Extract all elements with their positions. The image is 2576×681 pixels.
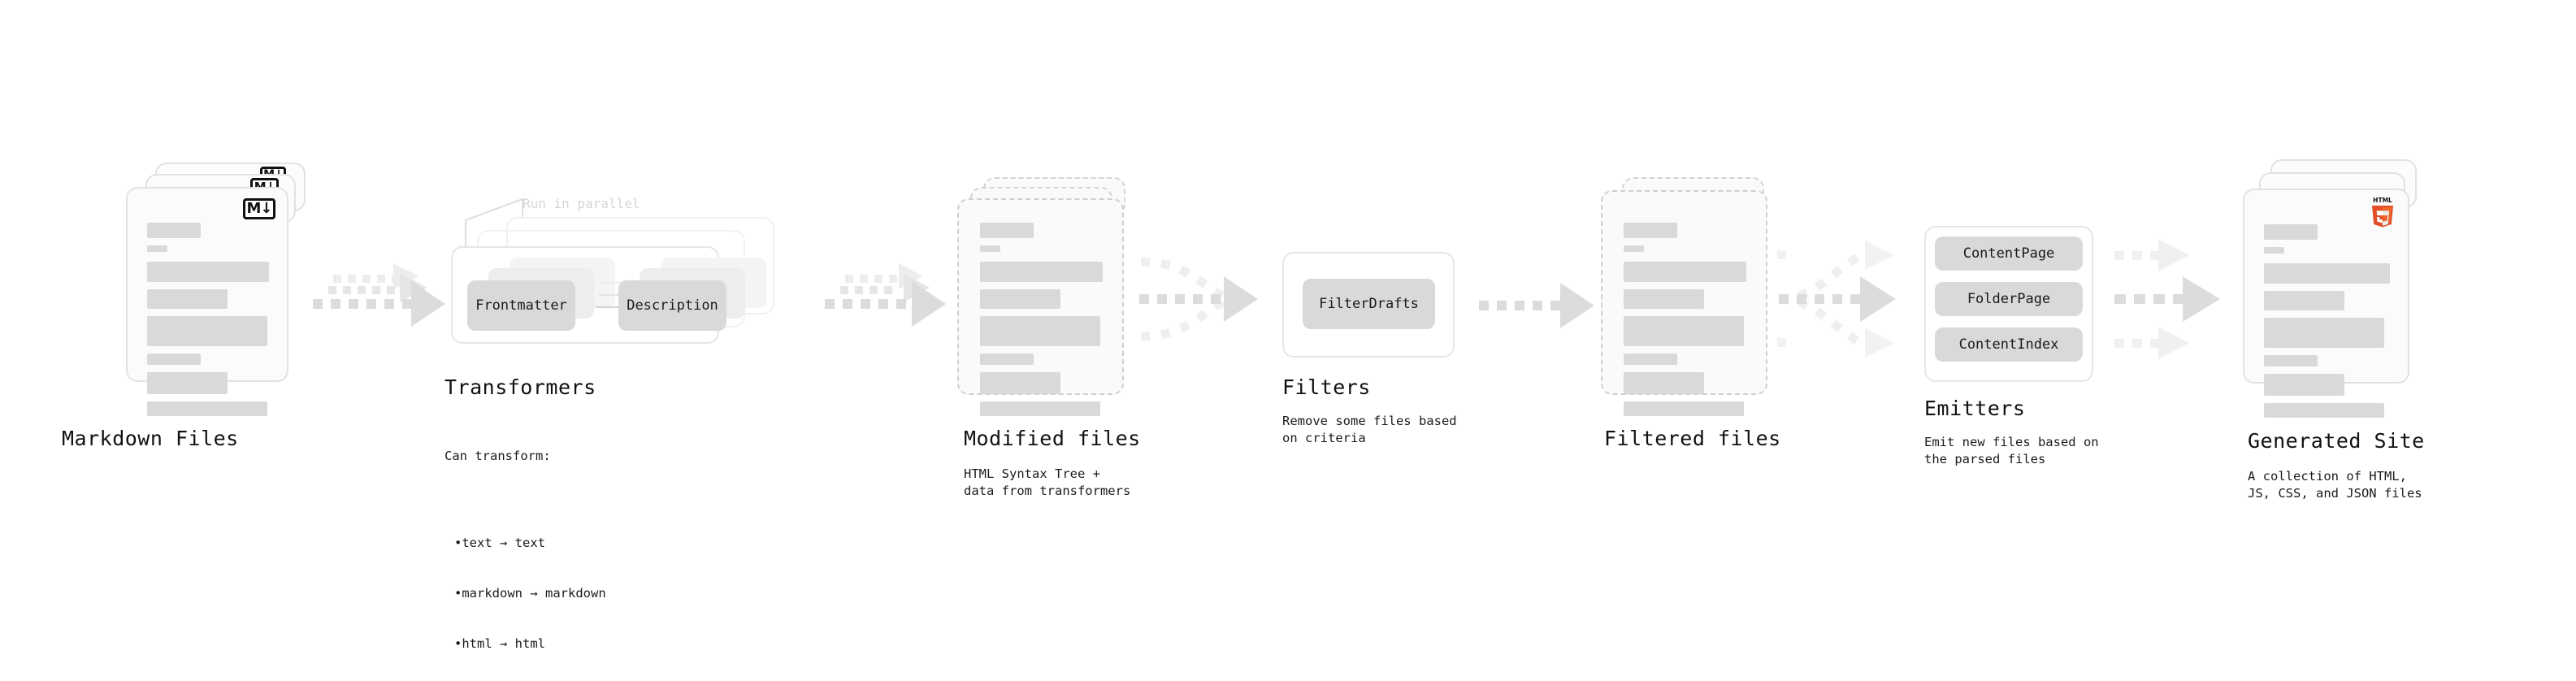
generated-site-file-stack: CSS HTML [2243,159,2430,427]
skeleton-bar [147,223,201,238]
arrow-markdown-to-transformers [309,263,455,343]
stage-markdown-files: M↓ M↓ M↓ Markdown Files [62,163,313,450]
skeleton-bar [1624,289,1704,309]
arrow-modified-to-filters [1136,244,1270,354]
stage-title-generated-site: Generated Site [2248,429,2425,453]
skeleton-bar [1624,262,1746,282]
skeleton-bar [1624,316,1744,346]
skeleton-bar [980,289,1060,309]
skeleton-bar [147,354,201,365]
skeleton-bar [2264,247,2284,254]
transformer-pill-description[interactable]: Description [618,280,726,331]
modified-card-front [957,198,1124,416]
arrow-transformers-to-modified [821,263,959,343]
arrow-icon [1777,241,1896,358]
list-item: text → text [454,535,606,552]
skeleton-bar [1624,401,1744,416]
skeleton-bar [2264,355,2318,367]
skeleton-bar [980,316,1100,346]
html5-icon: HTML [2369,195,2396,228]
site-card-front-html: HTML [2243,189,2409,418]
stage-modified-files: Modified files HTML Syntax Tree + data f… [957,177,1140,498]
transformers-description: Can transform: text → text markdown → ma… [445,414,606,681]
skeleton-bar [147,372,228,394]
skeleton-bar [147,245,167,252]
stage-title-modified-files: Modified files [964,427,1141,450]
skeleton-bar [980,262,1103,282]
stage-generated-site: CSS HTML [2243,159,2430,501]
filtered-card-front [1601,190,1767,416]
run-in-parallel-bracket-icon [465,197,523,251]
skeleton-bar [147,316,267,346]
arrow-filtered-to-emitters [1776,234,1918,364]
arrow-filters-to-filtered [1476,283,1598,335]
arrow-icon [313,263,445,327]
transform-list: text → text markdown → markdown html → h… [454,501,606,681]
stage-title-emitters: Emitters [1924,397,2026,420]
skeleton-bar [147,289,228,309]
skeleton-bar [1624,372,1704,394]
modified-files-description: HTML Syntax Tree + data from transformer… [964,466,1131,498]
stage-filtered-files: Filtered files [1601,177,1780,450]
skeleton-bar [2264,224,2318,240]
emitters-description: Emit new files based on the parsed files [1924,435,2099,466]
filters-description: Remove some files based on criteria [1282,414,1457,445]
skeleton-bar [2264,263,2390,284]
arrow-icon [825,263,946,327]
transformer-pill-frontmatter[interactable]: Frontmatter [467,280,575,331]
markdown-icon: M↓ [243,198,275,219]
skeleton-bar [147,401,267,416]
list-item: html → html [454,635,606,653]
emitter-pill-folderpage[interactable]: FolderPage [1935,282,2083,316]
markdown-file-stack: M↓ M↓ M↓ [126,163,313,431]
stage-title-markdown-files: Markdown Files [62,427,239,450]
svg-text:HTML: HTML [2373,197,2392,204]
skeleton-bar [2264,318,2384,348]
skeleton-bar [1624,354,1677,365]
modified-file-stack [957,177,1132,421]
filtered-file-stack [1601,177,1776,421]
skeleton-bar [980,401,1100,416]
arrow-icon [1479,283,1594,328]
skeleton-bar [1624,223,1677,238]
emitter-pill-contentindex[interactable]: ContentIndex [1935,327,2083,362]
generated-site-description: A collection of HTML, JS, CSS, and JSON … [2248,469,2422,501]
emitter-pill-contentpage[interactable]: ContentPage [1935,236,2083,271]
markdown-card-front: M↓ [126,187,288,416]
skeleton-bar [980,372,1060,394]
stage-title-transformers: Transformers [445,375,596,399]
list-item: markdown → markdown [454,585,605,602]
skeleton-bar [2264,403,2384,418]
skeleton-bar [147,262,269,282]
skeleton-bar [2264,374,2344,396]
skeleton-bar [980,354,1034,365]
skeleton-bar [1624,245,1644,252]
skeleton-bar [980,223,1034,238]
skeleton-bar [2264,291,2344,310]
can-transform-heading: Can transform: [445,449,551,464]
stage-title-filters: Filters [1282,375,1371,399]
run-in-parallel-note: Run in parallel [523,196,640,211]
stage-title-filtered-files: Filtered files [1604,427,1781,450]
filter-pill-filterdrafts[interactable]: FilterDrafts [1303,279,1435,329]
html5-icon-glyph: HTML [2372,197,2393,228]
arrow-icon [1139,257,1258,341]
skeleton-bar [980,245,1000,252]
arrow-icon [2114,239,2220,359]
arrow-emitters-to-site [2111,234,2257,364]
